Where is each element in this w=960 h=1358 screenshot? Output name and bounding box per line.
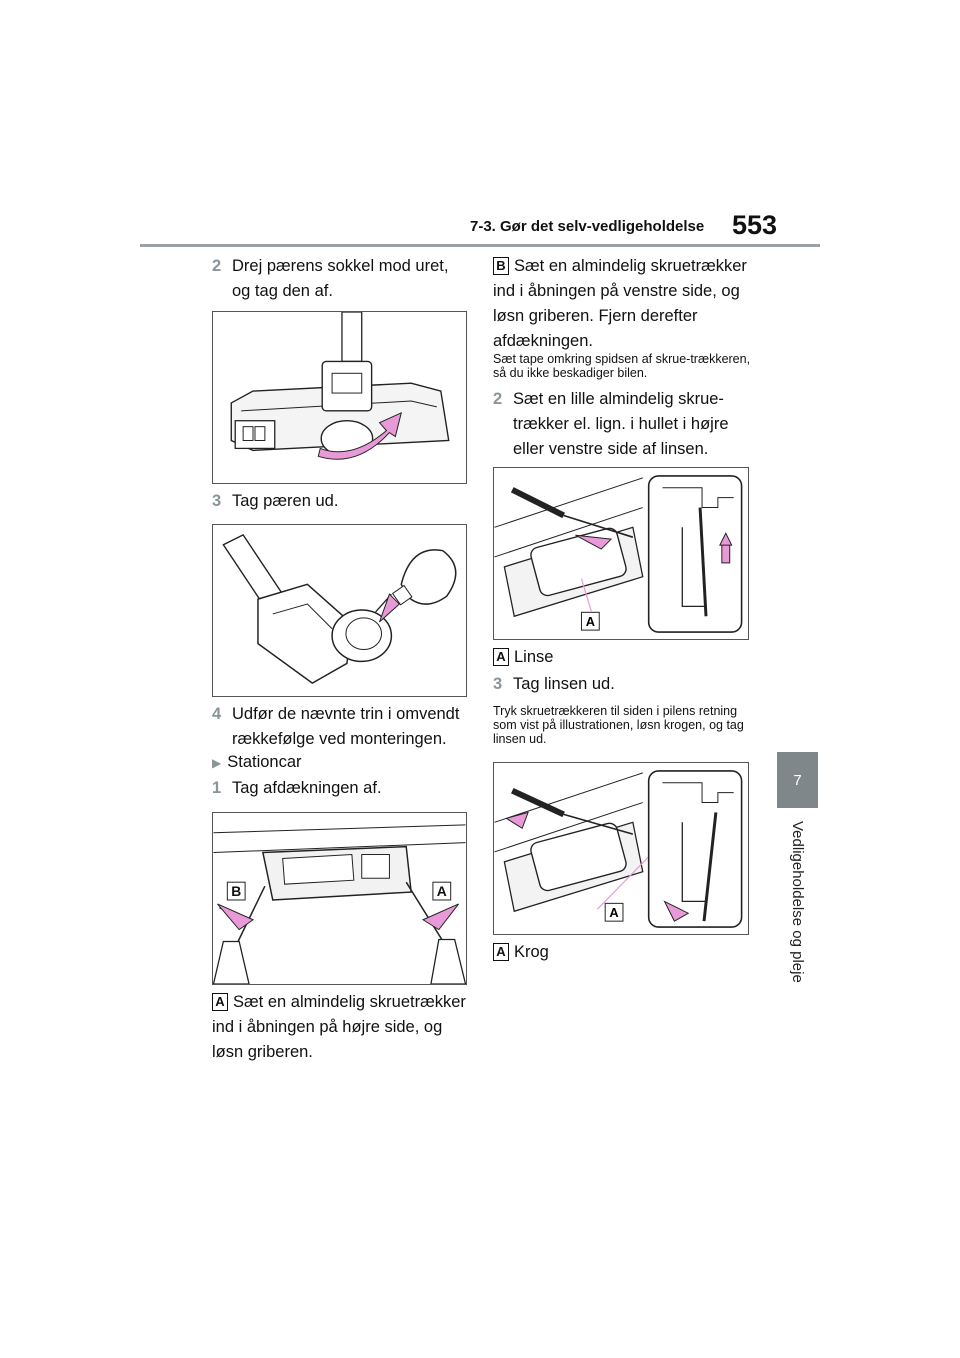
variant-heading: ▶Stationcar bbox=[212, 753, 302, 771]
tip-tape: Sæt tape omkring spidsen af skrue-trække… bbox=[493, 352, 751, 380]
tip-push-screwdriver: Tryk skruetrækkeren til siden i pilens r… bbox=[493, 704, 744, 746]
step-3-right: 3 Tag linsen ud. bbox=[493, 675, 615, 693]
figure-label-a: A bbox=[437, 883, 447, 899]
figure-bulb-socket-turn bbox=[212, 311, 467, 484]
figure-label-b: B bbox=[231, 883, 241, 899]
figure-hook-release: A bbox=[493, 762, 749, 935]
figure-lens-pry: A bbox=[493, 467, 749, 640]
label-a-box: A bbox=[493, 943, 509, 961]
step-2-left: 2 Drej pærens sokkel mod uret, og tag de… bbox=[212, 257, 449, 300]
chapter-title: Vedligeholdelse og pleje bbox=[789, 821, 806, 983]
triangle-bullet-icon: ▶ bbox=[212, 756, 222, 770]
page-number: 553 bbox=[732, 210, 778, 240]
step-1-left: 1 Tag afdækningen af. bbox=[212, 779, 382, 797]
label-a-box: A bbox=[493, 648, 509, 666]
section-title: 7-3. Gør det selv-vedligeholdelse bbox=[470, 218, 705, 235]
step-4-left: 4 Udfør de nævnte trin i omvendt rækkefø… bbox=[212, 705, 460, 748]
step-3-left: 3 Tag pæren ud. bbox=[212, 492, 339, 510]
figure-cover-removal: B A bbox=[212, 812, 467, 985]
label-a-box: A bbox=[212, 993, 228, 1011]
figure-bulb-removal bbox=[212, 524, 467, 697]
figure-label-a: A bbox=[609, 905, 618, 920]
step-2-right: 2 Sæt en lille almindelig skrue-trækker … bbox=[493, 390, 729, 458]
header-rule bbox=[140, 244, 820, 247]
chapter-tab: 7 bbox=[777, 752, 818, 808]
label-b-box: B bbox=[493, 257, 509, 275]
figure-label-a: A bbox=[586, 614, 595, 629]
